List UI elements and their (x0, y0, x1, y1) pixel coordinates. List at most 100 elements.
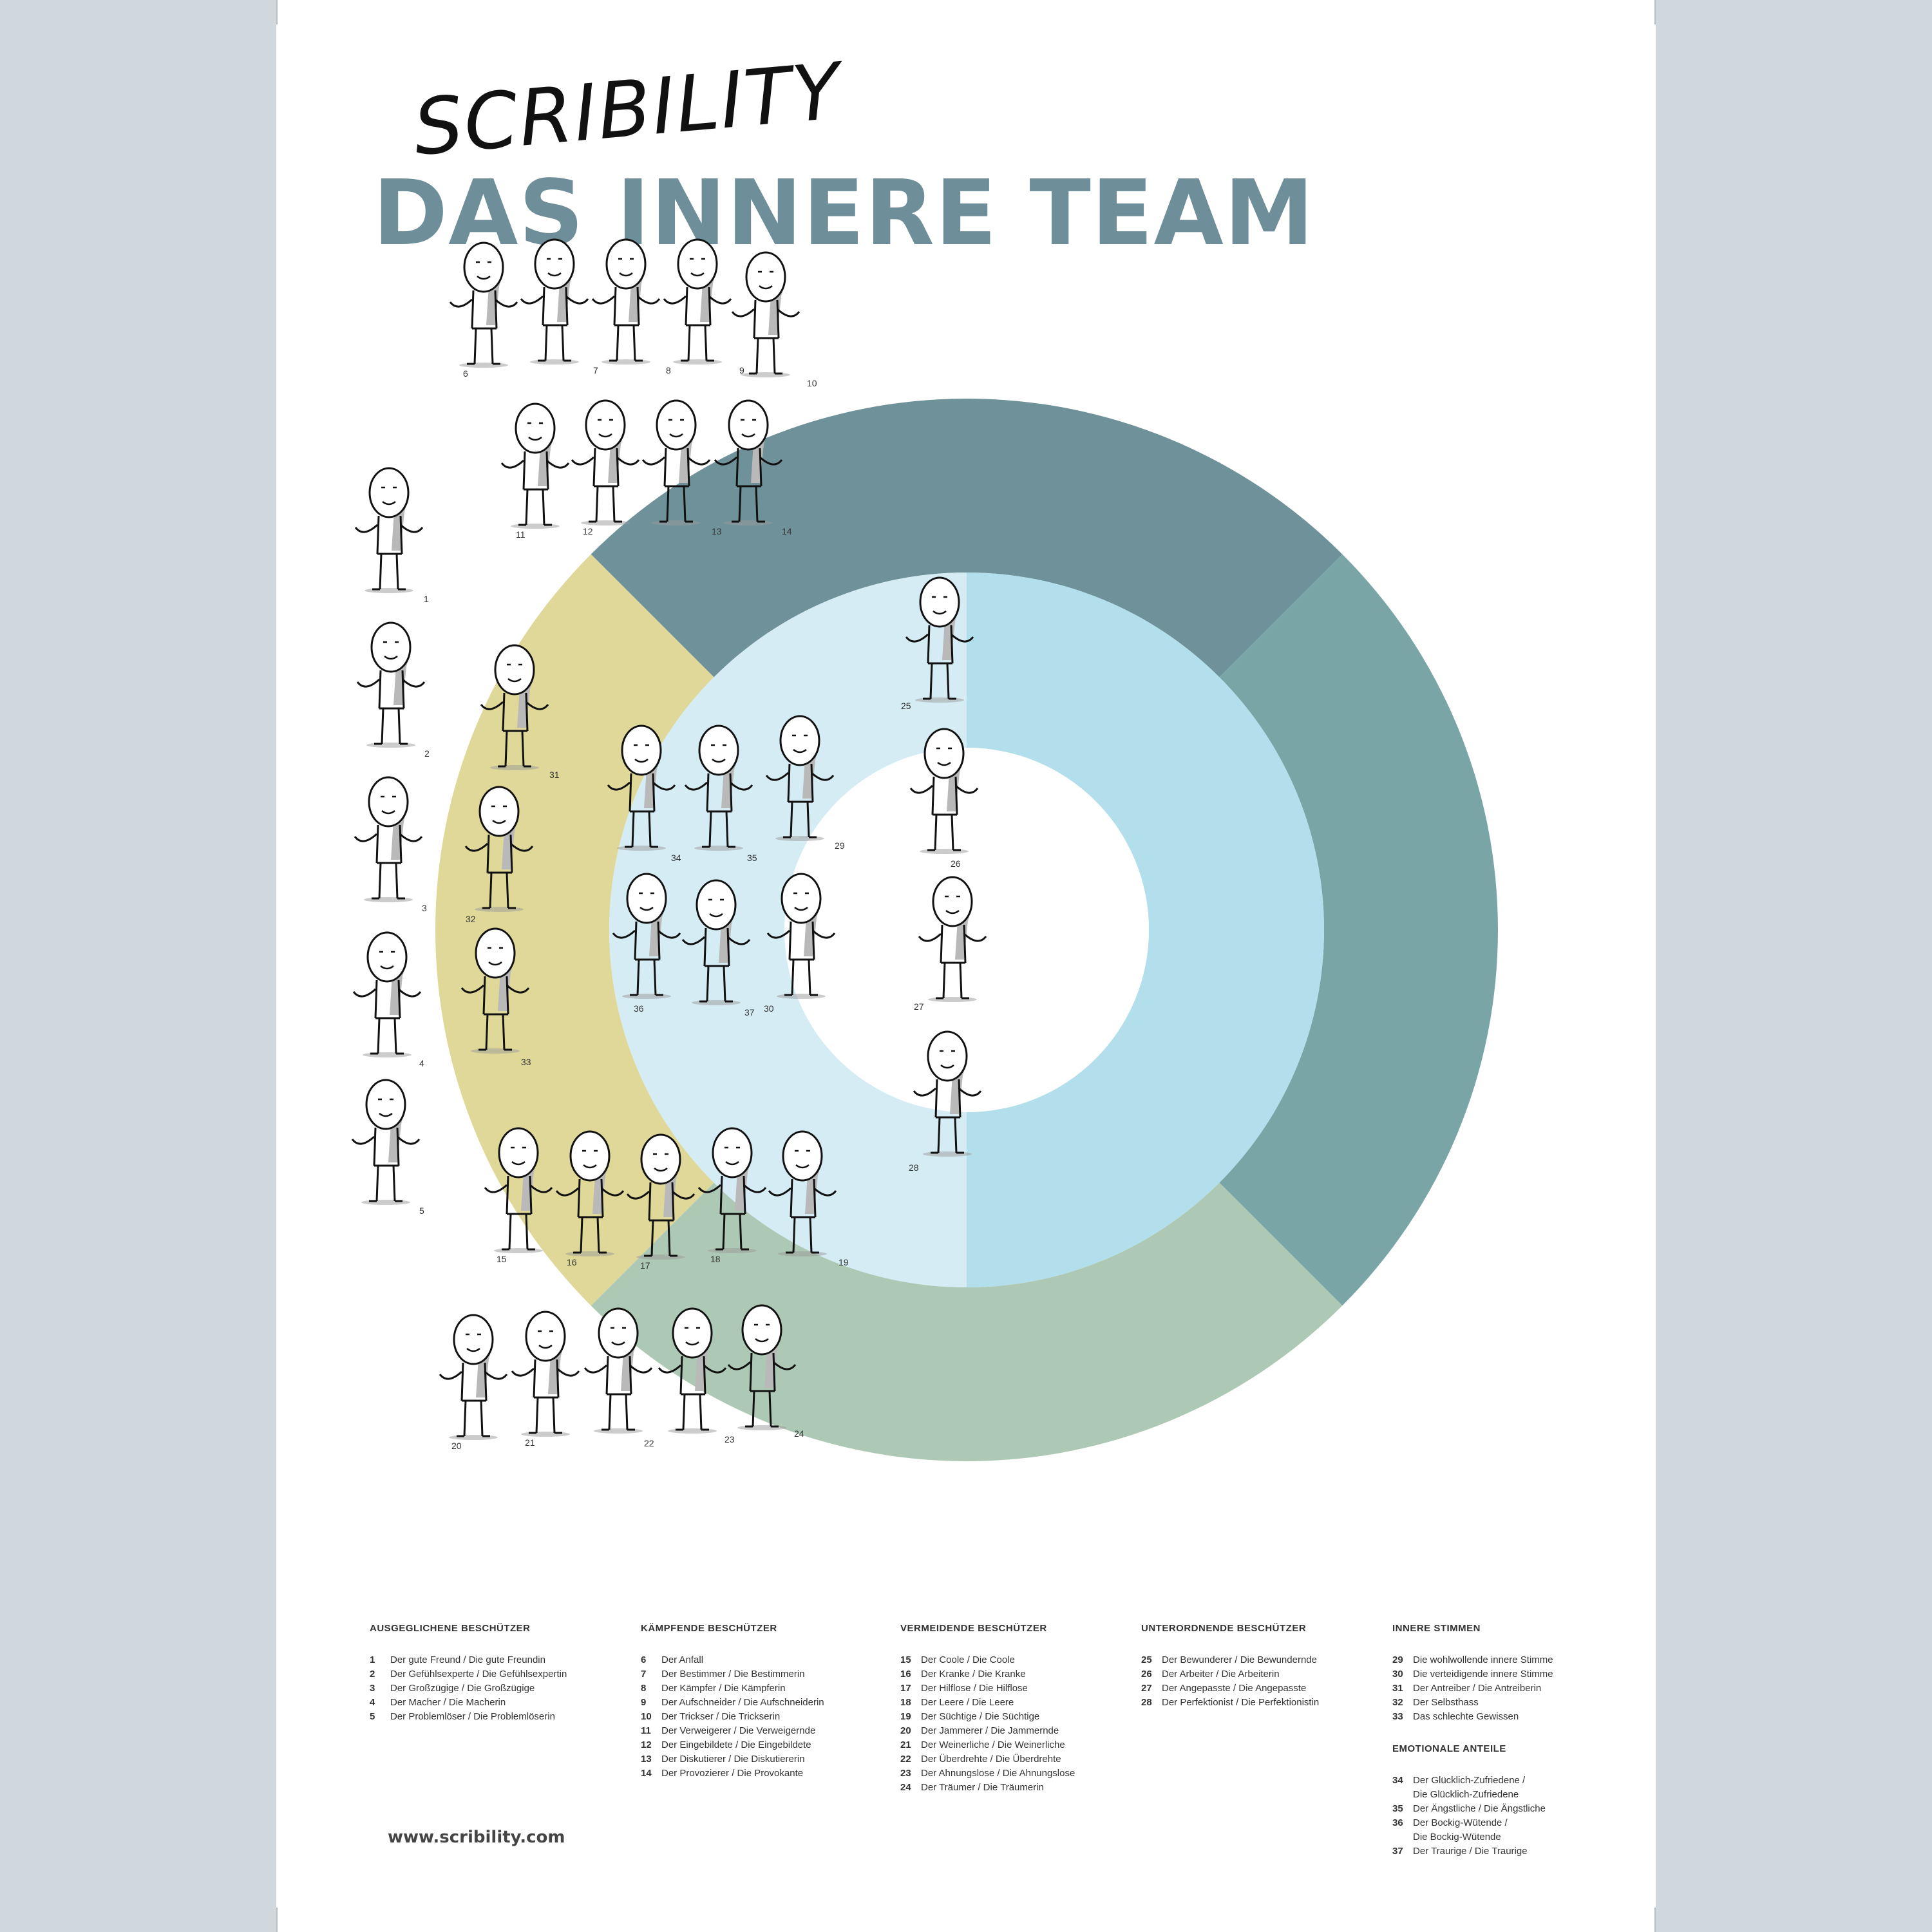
figure-number: 10 (807, 378, 817, 388)
figure-body (373, 1127, 400, 1167)
figure-ground-shadow (365, 588, 413, 593)
figure-legs (601, 1394, 635, 1431)
figure-head (365, 1079, 406, 1130)
figure-head (368, 776, 409, 828)
figure-body (506, 1175, 533, 1215)
figure-head (677, 238, 718, 290)
figure-face (708, 898, 724, 918)
figure-head (782, 1130, 823, 1182)
figure-body (685, 287, 712, 327)
legend-label: Der Trickser / Die Trickserin (661, 1711, 781, 1722)
crop-mark-top-right (1654, 0, 1656, 24)
figure-ground-shadow (652, 520, 701, 526)
figure-arms (356, 678, 426, 688)
figure-number: 21 (525, 1437, 535, 1448)
legend-number: 3 (370, 1683, 375, 1694)
stick-figure (766, 873, 836, 999)
figure-number: 9 (739, 365, 744, 375)
legend-label: Der Aufschneider / Die Aufschneiderin (661, 1697, 824, 1708)
legend-heading: KÄMPFENDE BESCHÜTZER (641, 1623, 777, 1634)
legend-number-spacer (1392, 1830, 1413, 1844)
legend-number: 35 (1392, 1803, 1403, 1814)
figure-body (790, 1179, 817, 1218)
figure-legs (518, 489, 552, 526)
figure-number: 23 (724, 1434, 735, 1444)
figure-ground-shadow (565, 1251, 614, 1256)
figure-ground-shadow (521, 1432, 570, 1437)
figure-arms (765, 772, 835, 781)
legend-number: 25 (1141, 1654, 1152, 1665)
figure-face (795, 1150, 810, 1169)
figure-number: 8 (666, 365, 671, 375)
figure-legs (745, 1390, 779, 1428)
legend-label: Die verteidigende innere Stimme (1413, 1669, 1553, 1680)
legend-number: 33 (1392, 1711, 1403, 1722)
figure-head (923, 728, 965, 779)
figure-number: 11 (516, 529, 526, 540)
figure-number: 33 (521, 1057, 531, 1067)
ring-segment-vermeidende (591, 1182, 1343, 1461)
legend-number: 15 (900, 1654, 911, 1665)
legend-label: Der Kämpfer / Die Kämpferin (661, 1683, 786, 1694)
figure-face (488, 947, 503, 966)
figure-face (466, 1333, 481, 1352)
figure-face (538, 1330, 553, 1349)
figure-legs (372, 553, 406, 591)
figure-number: 25 (901, 701, 911, 711)
legend-label: Der Ahnungslose / Die Ahnungslose (921, 1768, 1075, 1779)
figure-legs (715, 1213, 749, 1251)
legend-number: 8 (641, 1683, 647, 1694)
figure-arms (354, 524, 424, 533)
figure-legs (644, 1220, 677, 1257)
legend-heading: VERMEIDENDE BESCHÜTZER (900, 1623, 1047, 1634)
figure-number: 17 (640, 1260, 650, 1271)
figure-ground-shadow (692, 1000, 741, 1005)
figure-arms (583, 1364, 653, 1374)
stick-figure (354, 467, 424, 593)
stick-figure (768, 1130, 837, 1256)
figure-body (634, 921, 661, 961)
figure-ground-shadow (920, 849, 969, 854)
figure-ground-shadow (928, 997, 977, 1002)
figure-body (502, 692, 529, 732)
figure-number: 16 (567, 1257, 577, 1267)
figure-face (639, 892, 654, 911)
figure-legs (784, 959, 818, 996)
figure-ground-shadow (617, 846, 666, 851)
stick-figure (439, 1314, 508, 1440)
figure-face (381, 795, 396, 815)
website-link[interactable]: www.scribility.com (388, 1828, 565, 1847)
stick-figure (356, 621, 426, 748)
legend-number: 22 (900, 1754, 911, 1765)
figure-arms (571, 456, 640, 466)
legend-item-continued: Die Bockig-Wütende (1392, 1830, 1650, 1844)
legend-number: 20 (900, 1725, 911, 1736)
legend-number: 9 (641, 1697, 647, 1708)
figure-legs (931, 1117, 964, 1154)
figure-ground-shadow (490, 765, 539, 770)
stick-figure (612, 873, 681, 999)
figure-head (569, 1130, 611, 1182)
figure-ground-shadow (366, 743, 415, 748)
figure-head (741, 1304, 782, 1356)
legend-number: 37 (1392, 1846, 1403, 1857)
figure-face (932, 596, 947, 615)
figure-body (663, 448, 690, 488)
legend-number: 5 (370, 1711, 375, 1722)
figure-head (478, 786, 520, 837)
figure-ground-shadow (475, 907, 524, 912)
figure-face (507, 663, 522, 683)
figure-arms (727, 1361, 797, 1370)
legend-number: 14 (641, 1768, 652, 1779)
legend-number: 24 (900, 1782, 911, 1793)
figure-head (781, 873, 822, 924)
figure-number: 22 (644, 1438, 654, 1448)
figure-legs (659, 486, 693, 523)
